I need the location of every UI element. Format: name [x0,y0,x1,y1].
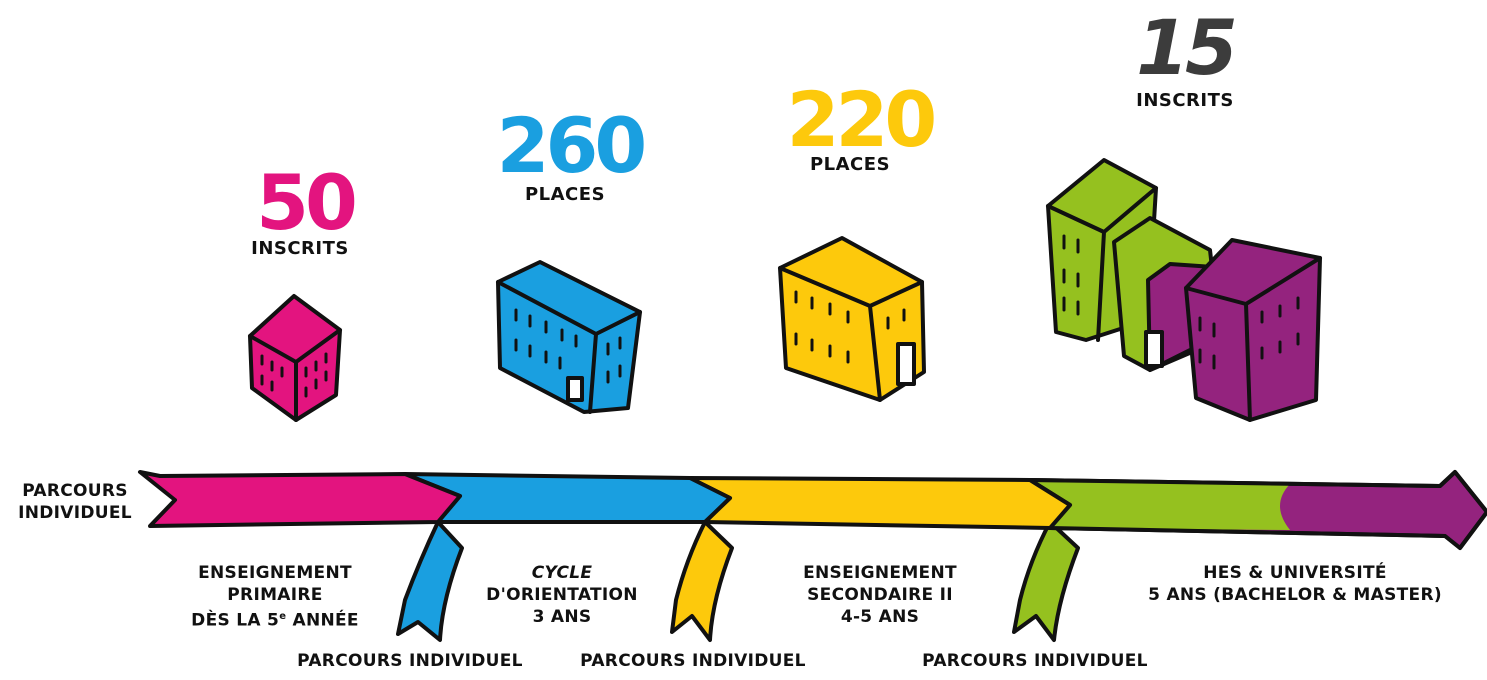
exit-branch-secondaire [670,520,734,642]
building-primaire [248,294,342,422]
stat-secondaire-unit: PLACES [809,154,891,175]
parcours-exit-1: PARCOURS INDIVIDUEL [297,651,523,671]
building-secondaire [778,236,926,402]
stat-primaire-value: 50 [256,158,358,247]
pathway-ribbon [138,470,1487,642]
stage-cycle-line2: D'ORIENTATION [486,585,638,605]
exit-branch-cycle [396,520,464,642]
stage-hes-line2: 5 ANS (BACHELOR & MASTER) [1148,585,1442,605]
stat-hes-unit: INSCRITS [1136,90,1234,111]
stat-cycle-value: 260 [496,101,648,190]
exit-branch-hes [1012,520,1080,642]
building-hes [1046,158,1322,422]
stage-secondaire-line3: 4-5 ANS [840,607,920,627]
stat-primaire-unit: INSCRITS [251,238,349,259]
stage-secondaire-label: ENSEIGNEMENT SECONDAIRE II 4-5 ANS [770,562,990,628]
stat-secondaire-value: 220 [786,75,938,164]
stat-hes-value: 15 [1136,3,1238,92]
stage-primaire-line1: ENSEIGNEMENT [198,563,352,583]
parcours-exit-3: PARCOURS INDIVIDUEL [922,651,1148,671]
stage-secondaire-line2: SECONDAIRE II [807,585,953,605]
stage-secondaire-line1: ENSEIGNEMENT [803,563,957,583]
stage-cycle-line3: 3 ANS [532,607,592,627]
band-primaire [138,470,462,528]
stage-cycle-line1: CYCLE [531,563,593,583]
parcours-start-line2: INDIVIDUEL [18,503,132,523]
band-secondaire [688,476,1072,530]
parcours-start-label: PARCOURS INDIVIDUEL [0,480,150,524]
stage-hes-label: HES & UNIVERSITÉ 5 ANS (BACHELOR & MASTE… [1130,562,1460,606]
band-hes-green [1032,482,1290,530]
building-cycle [496,260,642,414]
stage-hes-line1: HES & UNIVERSITÉ [1203,563,1387,583]
stage-primaire-line3: DÈS LA 5e ANNÉE [191,610,359,631]
parcours-exit-2: PARCOURS INDIVIDUEL [580,651,806,671]
stat-cycle-unit: PLACES [524,184,606,205]
stage-cycle-label: CYCLE D'ORIENTATION 3 ANS [462,562,662,628]
stage-primaire-line2: PRIMAIRE [227,585,323,605]
stage-primaire-label: ENSEIGNEMENT PRIMAIRE DÈS LA 5e ANNÉE [170,562,380,632]
parcours-start-line1: PARCOURS [22,481,128,501]
